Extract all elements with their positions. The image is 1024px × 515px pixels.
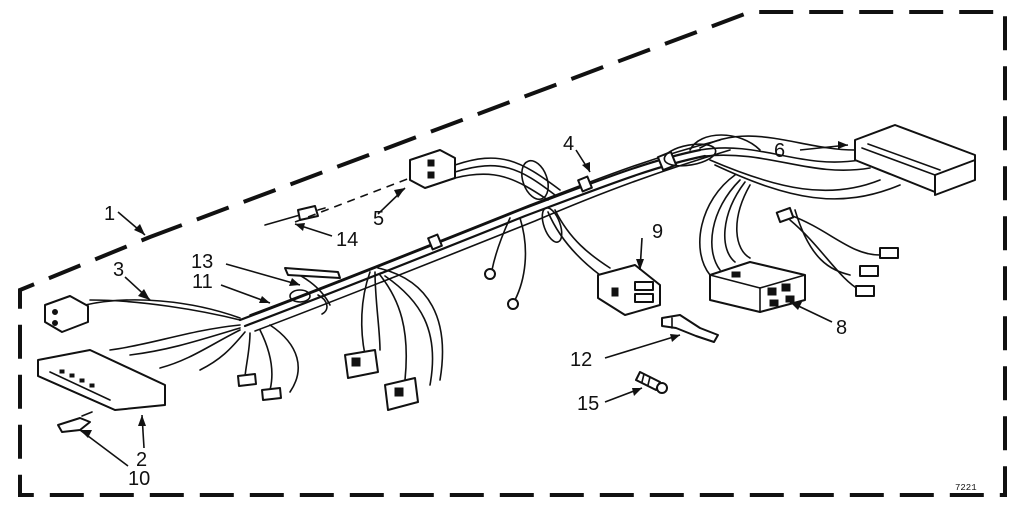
callout-3: 3 bbox=[113, 259, 124, 281]
branch-to-connector-9 bbox=[541, 207, 611, 276]
terminal-10 bbox=[57, 411, 93, 433]
callout-14: 14 bbox=[336, 229, 358, 251]
center-branches bbox=[344, 267, 444, 411]
connector-8 bbox=[709, 261, 806, 313]
control-board-2 bbox=[37, 349, 166, 411]
branch-to-connector-5 bbox=[454, 157, 561, 201]
connector-9 bbox=[597, 264, 661, 316]
branch-to-connector-6 bbox=[663, 134, 901, 200]
branch-to-connector-8 bbox=[699, 174, 899, 297]
callout-13: 13 bbox=[191, 251, 213, 273]
assembly-outline bbox=[18, 10, 1007, 497]
callout-11: 11 bbox=[192, 271, 213, 293]
callout-6: 6 bbox=[774, 140, 785, 162]
callout-5: 5 bbox=[373, 208, 384, 230]
callout-12: 12 bbox=[570, 349, 592, 371]
screw-15 bbox=[635, 371, 668, 394]
callout-9: 9 bbox=[652, 221, 663, 243]
callout-10: 10 bbox=[128, 468, 150, 490]
arrowheads bbox=[80, 141, 848, 438]
callout-1: 1 bbox=[104, 203, 115, 225]
cable-clip-13 bbox=[284, 267, 341, 315]
terminal-14 bbox=[264, 205, 326, 226]
callout-15: 15 bbox=[577, 393, 599, 415]
terminal-12 bbox=[661, 314, 719, 343]
figure-code: 7221 bbox=[955, 483, 977, 493]
connector-5 bbox=[409, 149, 456, 189]
connector-6 bbox=[854, 124, 976, 196]
callout-8: 8 bbox=[836, 317, 847, 339]
ground-ring-terminals bbox=[484, 217, 527, 310]
connector-3 bbox=[44, 295, 89, 333]
callout-2: 2 bbox=[136, 449, 147, 471]
callout-4: 4 bbox=[563, 133, 574, 155]
left-branches bbox=[84, 269, 331, 401]
